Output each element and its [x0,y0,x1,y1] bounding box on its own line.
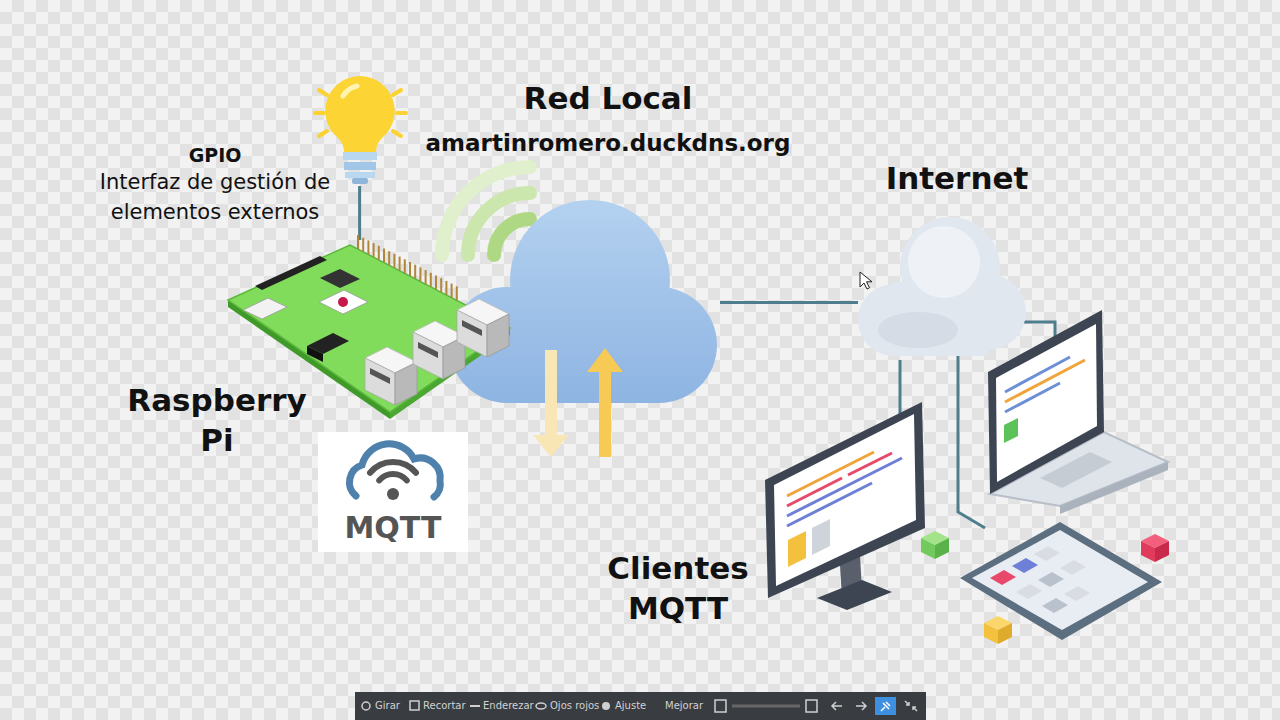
raspberry-pi-board: Raspberry Pi [225,240,515,415]
network-link [899,360,902,400]
network-link [358,186,361,240]
decorative-cube [1141,534,1169,562]
node-text: Clientes MQTT [578,548,778,628]
toolbar-label: Recortar [423,699,466,713]
decorative-cube [984,616,1012,644]
internet-cloud: Internet [858,212,1026,360]
mqtt-client-monitor-shape [762,400,932,610]
toolbar-label: Ajuste [615,699,646,713]
mouse-cursor [860,272,872,289]
mqtt-logo: MQTT [318,432,468,552]
node-text: MQTT [318,510,468,546]
toolbar-label: Enderezar [483,699,534,713]
gpio-bulb-shape [315,68,410,186]
toolbar-label: Mejorar [665,699,703,713]
decorative-cube [921,531,949,559]
tablet-illustration [960,522,1162,640]
node-text: Interfaz de gestión de elementos externo… [95,167,335,227]
node-text: amartinromero.duckdns.org [408,128,808,158]
mqtt-client-monitor: Clientes MQTT [762,400,932,610]
laptop-illustration [988,310,1168,514]
node-text: GPIO [95,143,335,167]
network-link [720,301,858,304]
node-text: Raspberry Pi [117,380,317,460]
internet-cloud-shape [858,212,1026,360]
node-text: Internet [857,158,1057,198]
toolbar-label: Girar [375,699,400,713]
viewer-toolbar [355,692,926,720]
wifi-signal [442,167,530,255]
toolbar-label: Ojos rojos [550,699,599,713]
gpio-bulb: GPIOInterfaz de gestión de elementos ext… [315,68,410,186]
node-text: Red Local [408,78,808,118]
